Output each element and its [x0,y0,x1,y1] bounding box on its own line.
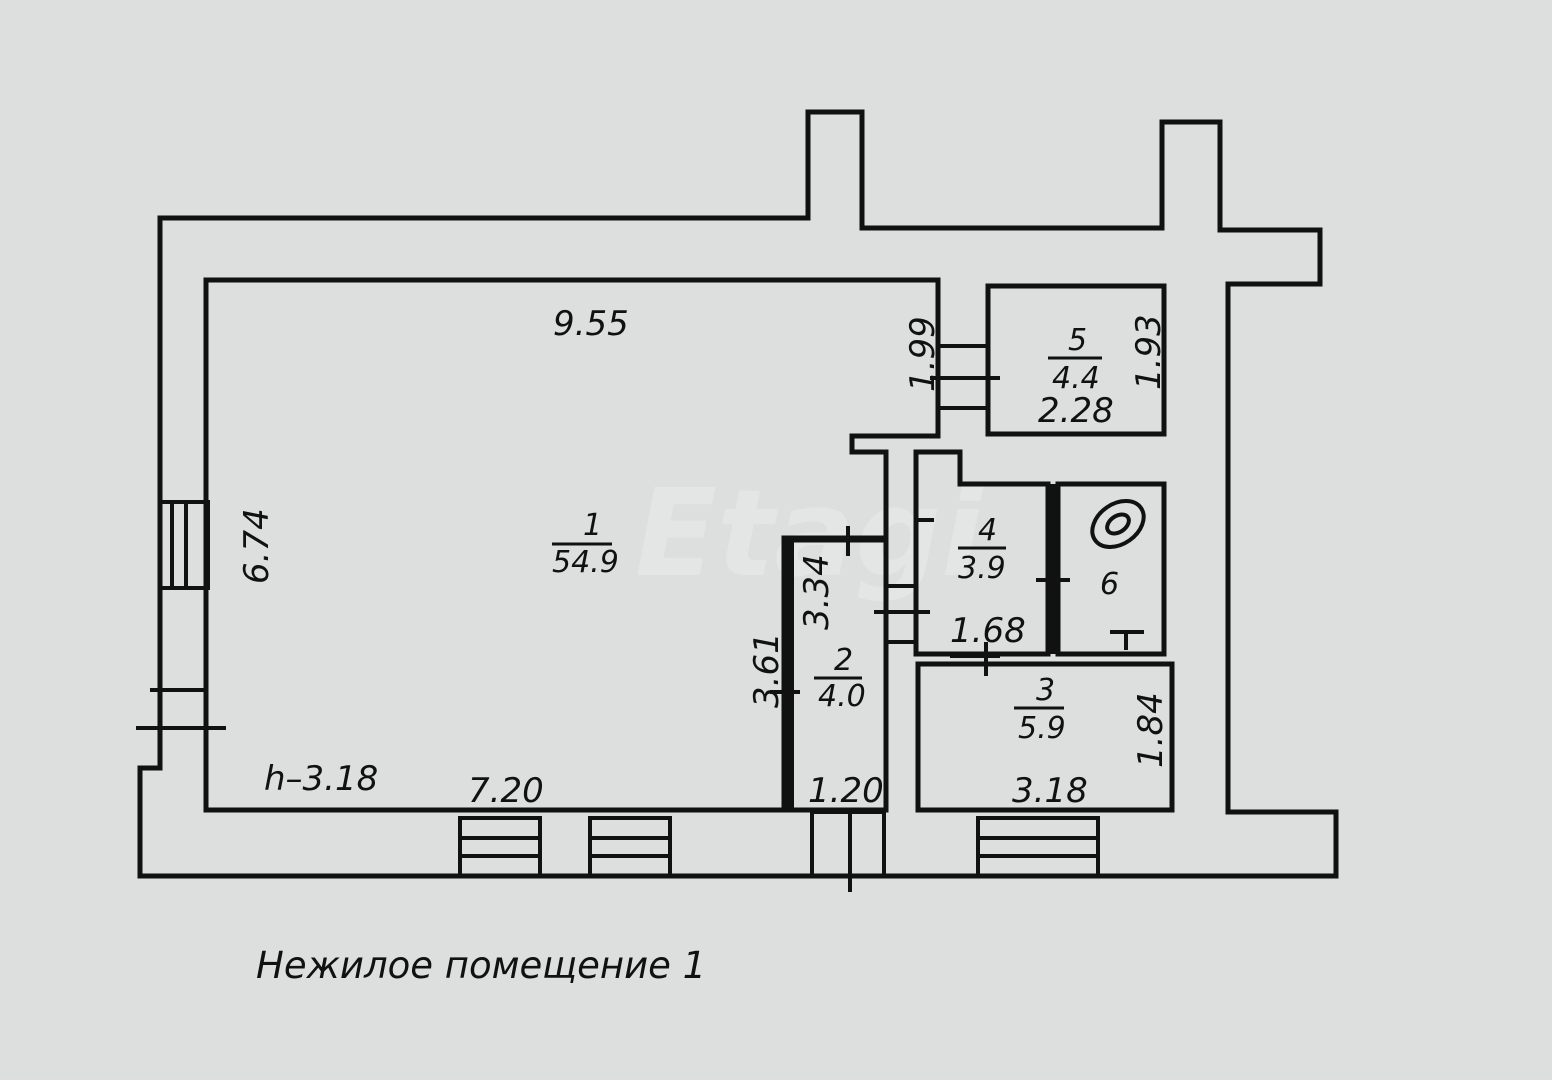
room-4-area: 3.9 [958,551,1006,586]
plan-caption: Нежилое помещение 1 [256,944,706,987]
room-4-number: 4 [978,513,997,548]
entrance-door [810,810,886,892]
room-4-label: 4 3.9 [958,513,1006,586]
room-5-label: 5 4.4 [1048,323,1102,396]
room-3-number: 3 [1036,673,1055,708]
room-3-label: 3 5.9 [1014,673,1066,746]
window-bottom-1 [458,816,542,878]
room-3-outline [915,661,1175,813]
partition-1-2 [782,540,794,810]
dim-room5-right: 1.93 [1129,314,1169,390]
dim-room1-top: 9.55 [553,304,629,344]
door-1-5 [930,344,1000,410]
room-1-label: 1 54.9 [552,508,619,580]
window-left-bottom [136,688,226,730]
watermark: Etagi [635,465,984,604]
room-1-area: 54.9 [552,545,619,580]
room-5-area: 4.4 [1052,361,1100,396]
dim-room1-side: 6.74 [237,508,277,584]
outer-wall [137,109,1339,879]
dim-room3-side: 1.84 [1131,692,1171,768]
room-1-outline [203,277,941,813]
room-5-number: 5 [1068,323,1087,358]
door-2-4 [874,584,930,644]
room-2-label: 2 4.0 [814,643,866,714]
room-6-label: 6 [1100,567,1119,602]
dim-room4-bottom: 1.68 [950,611,1026,651]
dim-room5-left: 1.99 [903,316,943,392]
room-3-area: 5.9 [1018,711,1066,746]
room-2-number: 2 [834,643,853,678]
dim-room5-bottom: 2.28 [1038,391,1114,431]
dim-room3-bottom: 3.18 [1012,771,1088,811]
room-1-number: 1 [583,508,602,543]
partition-4-6 [1046,484,1058,654]
window-bottom-3 [976,816,1100,878]
window-bottom-2 [588,816,672,878]
dim-room1-bottom: 7.20 [468,771,544,811]
toilet-icon [1090,499,1146,650]
room-6-number: 6 [1100,567,1119,602]
dim-room2-bottom: 1.20 [808,771,884,811]
room-2-area: 4.0 [818,679,866,714]
window-left-top [158,500,210,590]
dim-room2-side: 3.61 [747,632,787,708]
door-4-3 [950,642,1000,676]
room-5-outline [985,283,1167,437]
ceiling-height: h–3.18 [264,759,378,799]
dim-room2-top-side: 3.34 [797,554,837,630]
